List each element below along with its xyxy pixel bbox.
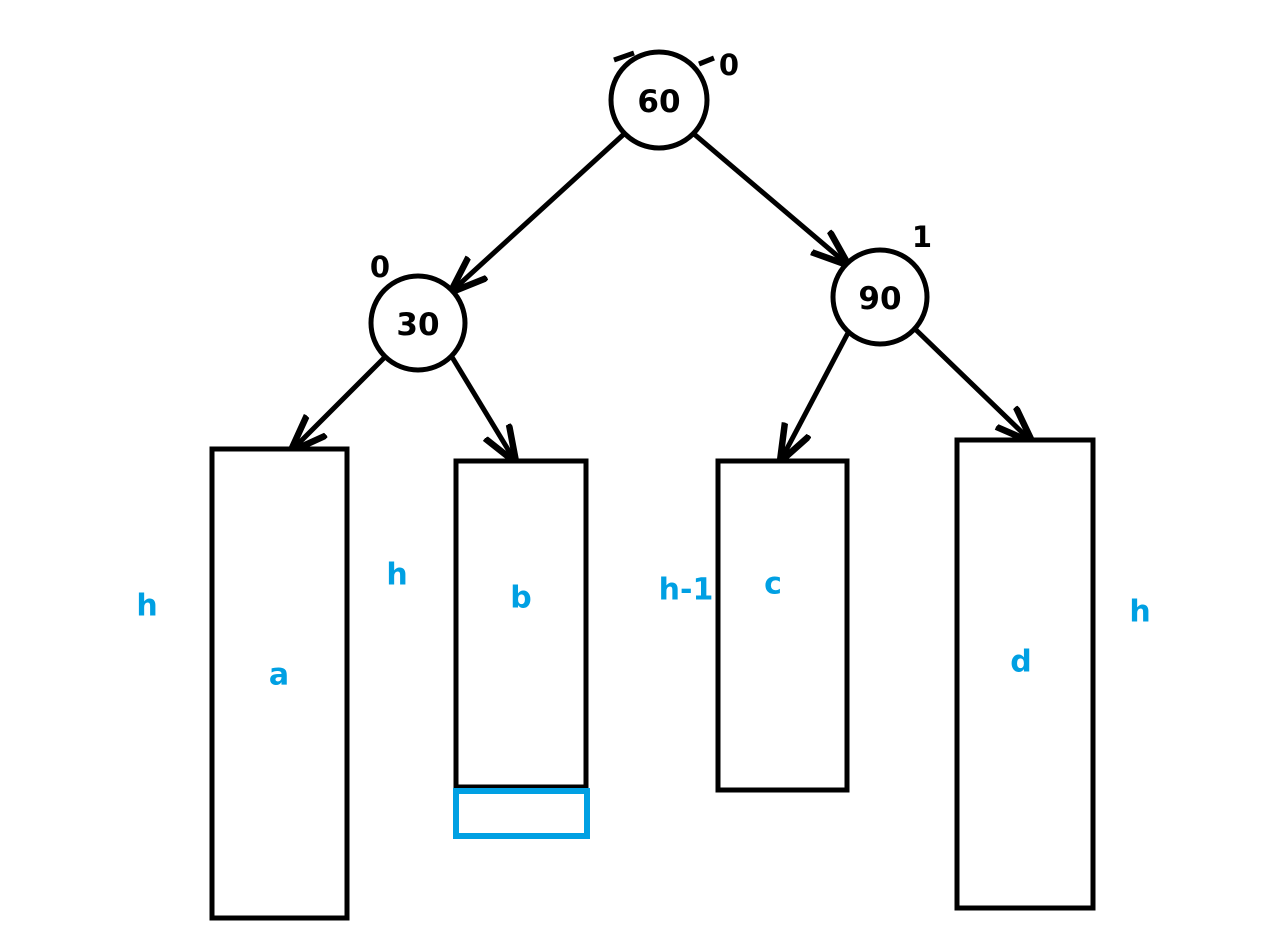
subtree-block-d	[954, 437, 1096, 911]
edges-group	[292, 50, 1031, 461]
node-key-root: 60	[637, 84, 680, 120]
edge-root-to-left	[452, 132, 626, 291]
node-circle-right-child	[830, 247, 930, 347]
edge-right-to-subtree-c	[781, 329, 852, 460]
node-key-right-child: 90	[858, 281, 901, 317]
height-label-a: h	[136, 589, 157, 624]
balance-factor-right-child: 1	[912, 220, 932, 254]
node-root: 60 0	[608, 48, 739, 151]
node-circle-left-child	[368, 273, 468, 373]
height-labels-group: h h h-1 h	[136, 558, 1150, 630]
subtree-labels-group: a b c d	[269, 567, 1032, 693]
balance-factor-left-child: 0	[370, 250, 390, 284]
edge-left-to-subtree-b	[449, 355, 515, 461]
node-left-child: 30 0	[368, 250, 468, 373]
edge-right-to-subtree-d	[911, 325, 1031, 441]
balance-factor-root: 0	[719, 48, 739, 82]
subtree-label-c: c	[764, 567, 782, 602]
height-label-b: h	[386, 558, 407, 593]
subtree-blocks-group	[209, 437, 1096, 921]
height-label-c: h-1	[659, 573, 714, 608]
node-right-child: 90 1	[830, 220, 932, 347]
node-circle-root	[608, 49, 710, 151]
root-inbound-arrow-tick2	[698, 55, 715, 67]
subtree-block-b	[453, 458, 589, 790]
subtree-block-a	[209, 446, 350, 921]
edge-left-to-subtree-a	[292, 353, 389, 450]
node-key-left-child: 30	[396, 307, 439, 343]
inserted-node-highlight-block	[453, 788, 590, 839]
edge-root-to-right	[692, 132, 847, 264]
root-inbound-arrow-tick	[613, 50, 635, 63]
subtree-block-c	[715, 458, 850, 793]
subtree-label-d: d	[1010, 645, 1031, 680]
subtree-label-b: b	[510, 581, 531, 616]
height-label-d: h	[1129, 595, 1150, 630]
subtree-label-a: a	[269, 658, 289, 693]
